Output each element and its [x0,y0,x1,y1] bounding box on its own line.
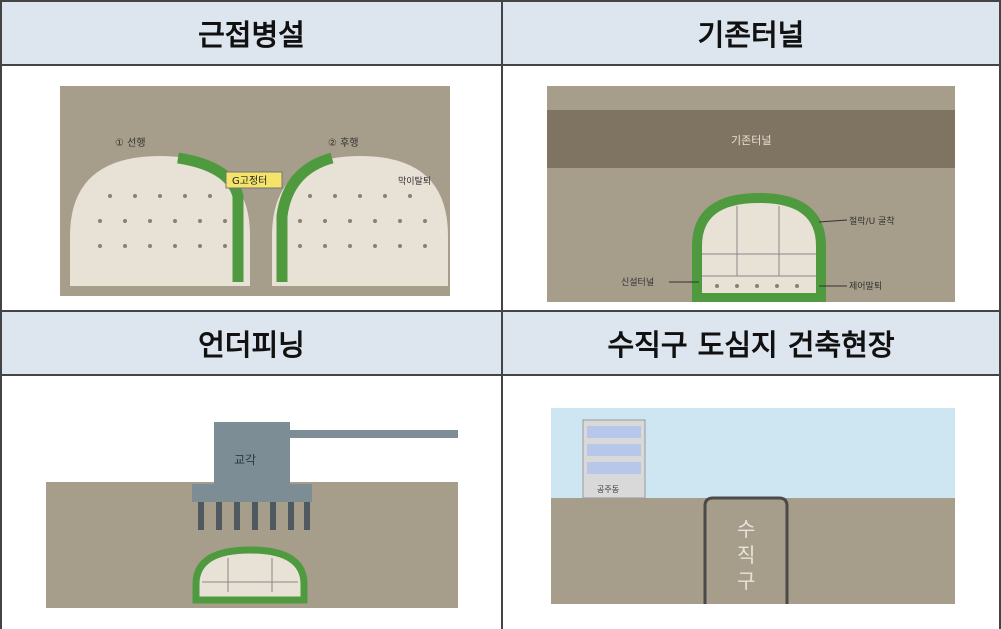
existing-band-label: 기존터널 [731,134,771,147]
pointer-right-label: 제어말퇴 [849,280,882,292]
side-label: 막이탈퇴 [398,176,431,187]
underpinning-figure: 교각 [46,422,458,608]
cell-vertical-shaft: 공주동 수 직 구 [501,374,1001,629]
shaft-label-2: 직 [737,543,755,567]
adjacent-tunnel-figure: ① 선행 ② 후행 G고정터 막이탈퇴 [60,86,450,296]
header-adjacent: 근접병설 [0,0,503,66]
shaft-label-3: 구 [737,569,755,593]
pointer-left-label: 신설터널 [621,277,654,288]
header-vertical-shaft: 수직구 도심지 건축현장 [501,310,1001,376]
cell-underpinning: 교각 [0,374,503,629]
shaft-label-1: 수 [737,517,755,541]
cell-existing-tunnel: 기존터널 절락/U 굴착 신설터널 제어말퇴 [501,64,1001,312]
center-tag: G고정터 [232,175,267,187]
cell-adjacent: ① 선행 ② 후행 G고정터 막이탈퇴 [0,64,503,312]
trail-tunnel-label: ② 후행 [328,137,359,149]
pointer-top-label: 절락/U 굴착 [849,215,895,227]
vertical-shaft-figure: 공주동 수 직 구 [551,408,955,604]
pier-label: 교각 [234,453,256,467]
header-underpinning: 언더피닝 [0,310,503,376]
existing-tunnel-figure: 기존터널 절락/U 굴착 신설터널 제어말퇴 [547,86,955,302]
header-existing-tunnel: 기존터널 [501,0,1001,66]
lead-tunnel-label: ① 선행 [115,137,146,149]
building-label: 공주동 [597,485,619,494]
